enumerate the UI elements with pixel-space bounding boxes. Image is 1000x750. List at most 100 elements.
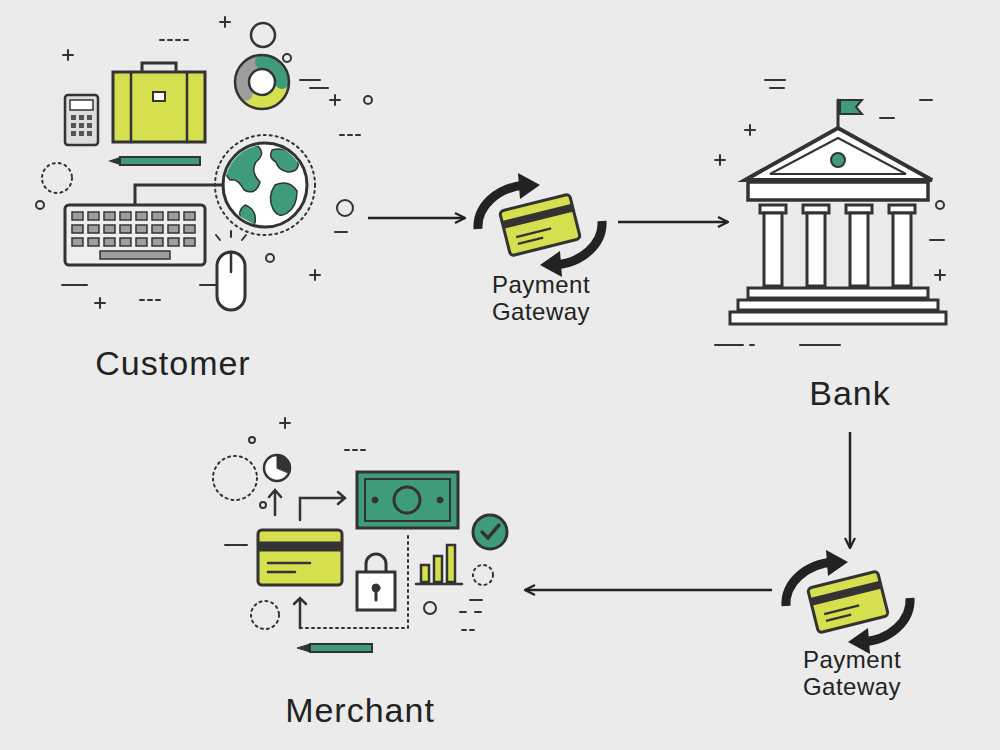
customer-illustration (71, 115, 76, 120)
customer-illustration (87, 131, 92, 136)
bank-illustration (936, 201, 944, 209)
customer-illustration (65, 205, 205, 265)
customer-illustration (108, 157, 120, 165)
bank-illustration (840, 100, 862, 114)
customer-illustration (271, 149, 299, 172)
node-label: Merchant (250, 690, 470, 730)
merchant-illustration (294, 598, 306, 628)
bank-illustration (738, 300, 938, 310)
customer-illustration (62, 135, 360, 285)
customer-illustration (364, 96, 372, 104)
customer-illustration (215, 135, 315, 235)
customer-illustration (186, 72, 189, 142)
bank-illustration (745, 125, 755, 135)
customer-illustration (130, 72, 133, 142)
customer-illustration (79, 123, 84, 128)
bank-illustration (760, 205, 915, 286)
merchant-illustration (372, 497, 378, 503)
bank-illustration (748, 288, 928, 298)
customer-illustration (225, 145, 298, 225)
merchant-illustration (213, 418, 493, 630)
merchant-illustration (268, 571, 295, 574)
merchant-illustration (269, 490, 281, 515)
customer-illustration (36, 17, 372, 308)
merchant-illustration (280, 418, 290, 428)
merchant-illustration (277, 455, 290, 473)
customer-illustration (330, 95, 340, 105)
customer-illustration (310, 270, 320, 280)
merchant-illustration (357, 572, 395, 610)
flow-arrow (849, 432, 852, 548)
node-label: Customer (63, 343, 283, 383)
merchant-illustration (310, 644, 372, 652)
merchant-illustration (482, 525, 499, 538)
customer-illustration (135, 185, 223, 205)
merchant-illustration (375, 590, 378, 600)
illustration-node: Bank (728, 95, 950, 432)
customer-illustration (242, 62, 282, 102)
bank-illustration (770, 138, 906, 174)
merchant-illustration (249, 437, 255, 443)
customer-illustration (71, 123, 76, 128)
node-label: Payment Gateway (787, 646, 917, 700)
customer-illustration (249, 69, 275, 95)
customer-illustration (71, 211, 199, 250)
customer-illustration (242, 62, 282, 102)
merchant-illustration (365, 479, 450, 521)
merchant-illustration (394, 487, 420, 513)
customer-illustration (42, 163, 72, 193)
customer-illustration (113, 72, 205, 142)
gateway-icon (786, 550, 910, 654)
merchant-illustration (421, 565, 429, 582)
merchant-illustration (357, 472, 458, 528)
merchant-illustration (258, 530, 342, 585)
customer-illustration (242, 62, 282, 102)
customer-illustration (79, 115, 84, 120)
customer-illustration (153, 92, 165, 101)
customer-illustration (235, 55, 289, 109)
customer-illustration (79, 131, 84, 136)
bank-illustration (807, 213, 825, 286)
customer-illustration (230, 252, 233, 272)
bank-illustration (745, 128, 932, 180)
merchant-illustration (424, 602, 436, 614)
customer-illustration (70, 100, 93, 110)
bank-illustration (850, 213, 868, 286)
bank-illustration (715, 80, 945, 345)
flow-arrow (525, 589, 772, 592)
customer-illustration (217, 252, 245, 310)
merchant-illustration (251, 601, 279, 629)
customer-illustration (216, 231, 246, 240)
merchant-illustration (213, 456, 257, 500)
node-label: Bank (770, 373, 930, 413)
merchant-illustration (421, 545, 455, 582)
illustration-node: Payment Gateway (772, 548, 925, 708)
customer-illustration (120, 157, 200, 165)
flow-arrow (618, 221, 728, 224)
illustration-node: Customer (30, 20, 368, 390)
merchant-illustration (268, 562, 310, 565)
merchant-illustration (473, 565, 493, 585)
customer-illustration (266, 254, 274, 262)
customer-illustration (223, 143, 307, 227)
merchant-illustration (416, 583, 462, 586)
customer-illustration (36, 201, 44, 209)
customer-illustration (251, 23, 275, 47)
bank-illustration (935, 270, 945, 280)
merchant-illustration (300, 492, 345, 520)
customer-illustration (283, 54, 291, 62)
merchant-illustration (297, 644, 310, 652)
illustration-node: Payment Gateway (465, 180, 618, 330)
bank-illustration (893, 213, 911, 286)
customer-illustration (63, 50, 73, 60)
customer-illustration (95, 298, 105, 308)
merchant-illustration (434, 556, 442, 582)
bank-illustration (715, 80, 946, 345)
flow-arrow (368, 217, 465, 220)
illustration-node: Merchant (205, 415, 525, 740)
merchant-illustration (366, 554, 386, 572)
gateway-icon (478, 173, 602, 277)
merchant-illustration (437, 497, 443, 503)
